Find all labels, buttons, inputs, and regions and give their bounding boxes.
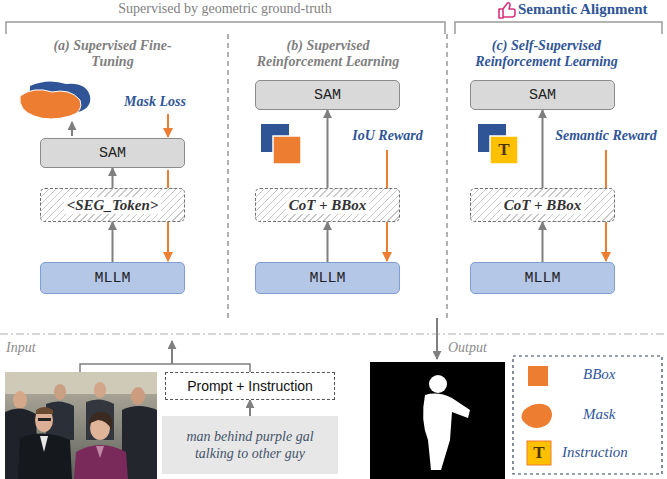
input-photo (40, 436, 48, 452)
section-label: Input (6, 340, 56, 356)
thumbs-up-icon (499, 3, 515, 18)
prompt-box: Prompt + Instruction (165, 372, 335, 400)
mask-icon (20, 90, 81, 119)
legend-swatch (528, 366, 548, 386)
legend-box (513, 356, 662, 474)
mllm-box: MLLM (255, 262, 400, 294)
output-mask (423, 394, 470, 470)
output-arrow (71, 122, 73, 136)
flow-arrow (542, 222, 544, 262)
input-photo (86, 399, 114, 440)
sam-box: SAM (255, 80, 400, 110)
input-photo (88, 412, 112, 430)
input-bracket (80, 364, 250, 372)
box-text: SAM (99, 145, 126, 162)
output-arrow (436, 318, 438, 359)
instruction-mark: T (490, 136, 518, 164)
reward-label: Semantic Reward (550, 128, 662, 144)
input-bracket (171, 341, 173, 364)
output-mask (370, 362, 505, 479)
legend-text: Mask (583, 406, 616, 423)
input-photo (13, 391, 27, 409)
input-photo (35, 408, 53, 432)
panel-separator (446, 34, 447, 322)
flow-arrow (249, 400, 251, 416)
group-bracket (6, 22, 445, 34)
sam-box: SAM (470, 80, 615, 110)
input-photo (94, 382, 106, 398)
section-label: Output (448, 340, 503, 356)
reward-arrow (167, 114, 169, 137)
thumbs-up-icon (499, 9, 503, 18)
output-mask (370, 362, 505, 479)
input-photo (5, 372, 157, 479)
legend-text: BBox (583, 366, 615, 383)
flow-arrow (327, 110, 329, 188)
instruction-mark: T (527, 441, 551, 465)
panel-title: (c) Self-Supervised Reinforcement Learni… (464, 38, 629, 70)
box-text: CoT + BBox (286, 197, 370, 214)
panel-title: (a) Supervised Fine-Tuning (50, 38, 175, 70)
output-mask (429, 375, 447, 393)
bbox-icon (261, 124, 301, 164)
token-box: CoT + BBox (255, 188, 400, 222)
box-text: MLLM (524, 270, 560, 287)
panel-title: (b) Supervised Reinforcement Learning (248, 38, 408, 70)
input-photo (131, 387, 145, 405)
input-bracket (80, 341, 250, 372)
instruction-bbox-icon (490, 136, 518, 164)
group-title: Supervised by geometric ground-truth (95, 1, 355, 17)
section-divider (0, 333, 667, 334)
box-text: MLLM (309, 270, 345, 287)
input-photo (74, 445, 128, 479)
loss-label: Mask Loss (105, 94, 205, 110)
instruction-box: man behind purple gal talking to other g… (162, 416, 338, 474)
flow-arrow (112, 222, 114, 262)
input-photo (5, 372, 157, 479)
sam-box: SAM (40, 138, 185, 168)
box-text: Prompt + Instruction (187, 378, 313, 394)
input-photo (122, 406, 157, 479)
panel-separator (228, 34, 447, 322)
box-text: SAM (314, 87, 341, 104)
box-text: CoT + BBox (501, 197, 585, 214)
box-text: man behind purple gal talking to other g… (168, 428, 332, 462)
group-title: Semantic Alignment (518, 1, 664, 18)
legend-mask-swatch (521, 404, 552, 428)
input-photo (54, 384, 66, 400)
mask-icon (20, 81, 90, 119)
group-bracket (455, 22, 662, 34)
token-box: CoT + BBox (470, 188, 615, 222)
token-box: <SEG_Token> (40, 188, 185, 222)
panel-separator (227, 34, 228, 322)
input-photo (96, 446, 104, 458)
group-bracket (6, 22, 662, 34)
legend-instruction-swatch (527, 441, 551, 465)
input-photo (18, 433, 72, 479)
box-text: <SEG_Token> (64, 197, 162, 214)
mllm-box: MLLM (470, 262, 615, 294)
reward-label: IoU Reward (335, 128, 440, 144)
input-photo (38, 418, 51, 421)
flow-arrow (542, 110, 544, 188)
thumbs-up-icon (503, 3, 515, 17)
mllm-box: MLLM (40, 262, 185, 294)
flow-arrow (112, 168, 114, 188)
input-photo (36, 407, 53, 414)
flow-arrow (327, 222, 329, 262)
bbox-icon (273, 136, 301, 164)
box-text: MLLM (94, 270, 130, 287)
instruction-bbox-icon (478, 124, 518, 164)
legend-text: Instruction (562, 444, 628, 461)
box-text: SAM (529, 87, 556, 104)
